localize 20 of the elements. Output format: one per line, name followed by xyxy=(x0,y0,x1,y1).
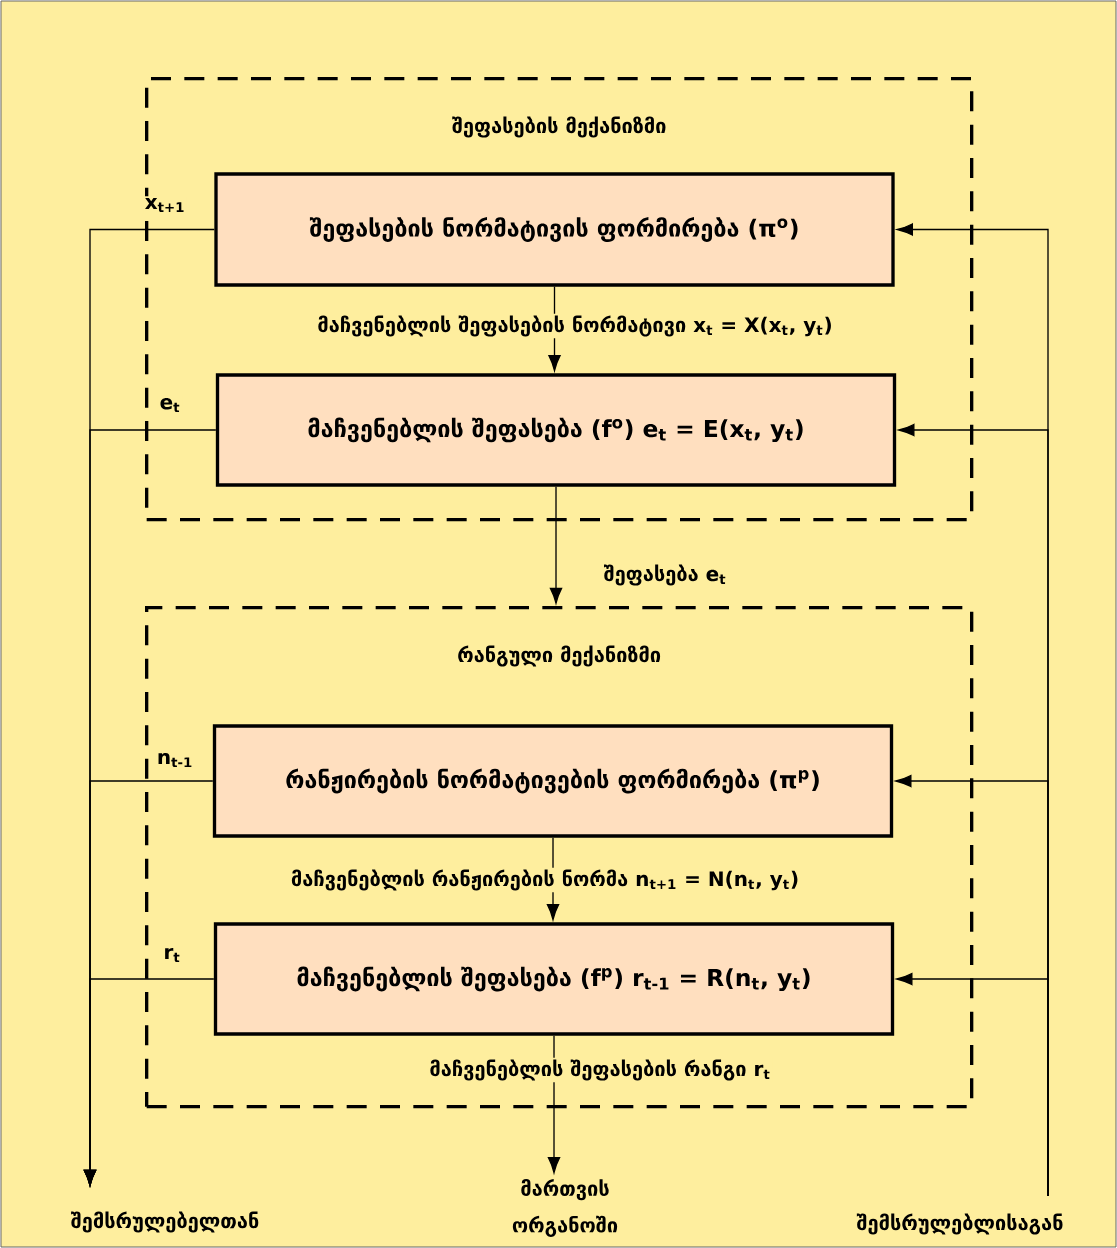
arrow xyxy=(896,972,1049,1197)
edge-label: r$_{t}$ xyxy=(161,946,183,964)
process-box: მაჩვენებლის შეფასება (f$^{p}$) r$_{t-1}$ = R(n$_{t}$, y$_{t}$) xyxy=(213,922,895,1036)
endpoint-label: მართვის ორგანოში xyxy=(512,1179,618,1237)
endpoint-label: შემსრულებელთან xyxy=(71,1211,259,1233)
arrow xyxy=(83,978,215,1186)
endpoint-label: შემსრულებლისაგან xyxy=(856,1213,1063,1235)
arrow xyxy=(549,486,563,604)
process-box: რანჟირების ნორმატივების ფორმირება (π$^{p}$) xyxy=(212,724,894,838)
arrow xyxy=(547,1035,561,1174)
process-box: შეფასების ნორმატივის ფორმირება (π$^{o}$) xyxy=(214,172,895,287)
edge-label: n$_{t-1}$ xyxy=(155,751,195,769)
edge-label: e$_{t}$ xyxy=(157,396,183,414)
process-box: მაჩვენებლის შეფასება (f$^{o}$) e$_{t}$ = E(x$_{t}$, y$_{t}$) xyxy=(215,373,897,487)
arrow xyxy=(548,286,561,372)
edge-label: მაჩვენებლის რანჟირების ნორმა n$_{t+1}$ = N(n$_{t}$, y$_{t}$) xyxy=(289,867,801,893)
edge-label: მაჩვენებლის შეფასების ნორმატივი x$_{t}$ = X(x$_{t}$, y$_{t}$) xyxy=(315,313,835,339)
edge-label: მაჩვენებლის შეფასების რანგი r$_{t}$ xyxy=(427,1057,773,1083)
edge-label: შეფასება e$_{t}$ xyxy=(601,562,729,588)
edge-label: x$_{t+1}$ xyxy=(143,196,187,214)
